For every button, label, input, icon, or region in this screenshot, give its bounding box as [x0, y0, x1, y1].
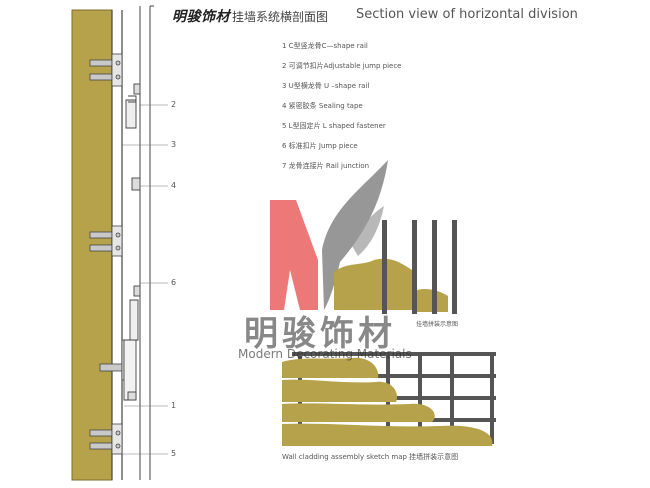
title-english: Section view of horizontal division: [356, 7, 578, 22]
upper-sketch-rails: [382, 220, 457, 314]
fastener-bottom: [89, 423, 123, 455]
callout-1: 1: [171, 401, 177, 410]
legend: 1 C型竖龙骨C—shape rail 2 可调节扣片Adjustable ju…: [282, 36, 402, 176]
callout-2: 2: [171, 100, 177, 109]
sketch-caption-small: 挂墙拼装示意图: [416, 321, 459, 328]
legend-item: 1 C型竖龙骨C—shape rail: [282, 42, 368, 50]
legend-item: 2 可调节扣片Adjustable jump piece: [282, 62, 402, 70]
brand-name: 明骏饰材: [172, 9, 230, 25]
legend-item: 7 龙骨连接片 Rail junction: [282, 162, 370, 170]
watermark-logo-text: 明骏饰材: [244, 314, 396, 354]
legend-item: 4 紧密胶条 Sealing tape: [282, 102, 363, 110]
legend-item: 6 标准扣片 Jump piece: [282, 142, 358, 150]
logo-red-shape: [270, 200, 318, 310]
fastener-middle: [89, 225, 123, 257]
upper-sketch-stone: [334, 258, 448, 312]
legend-item: 5 L型固定片 L shaped fastener: [282, 122, 386, 130]
callout-3: 3: [171, 140, 177, 149]
title-chinese: 挂墙系统横剖面图: [232, 10, 329, 24]
lower-sketch-stone: [282, 357, 493, 446]
logo-leaf-shape: [322, 160, 388, 310]
legend-item: 3 U型横龙骨 U –shape rail: [282, 82, 370, 90]
watermark-english: Modern Decorating Materials: [238, 347, 412, 361]
fastener-top: [89, 53, 123, 87]
callout-6: 6: [171, 278, 177, 287]
sketch-caption-bottom: Wall cladding assembly sketch map 挂墙拼装示意…: [282, 453, 459, 461]
callout-4: 4: [171, 181, 177, 190]
callout-5: 5: [171, 449, 177, 458]
